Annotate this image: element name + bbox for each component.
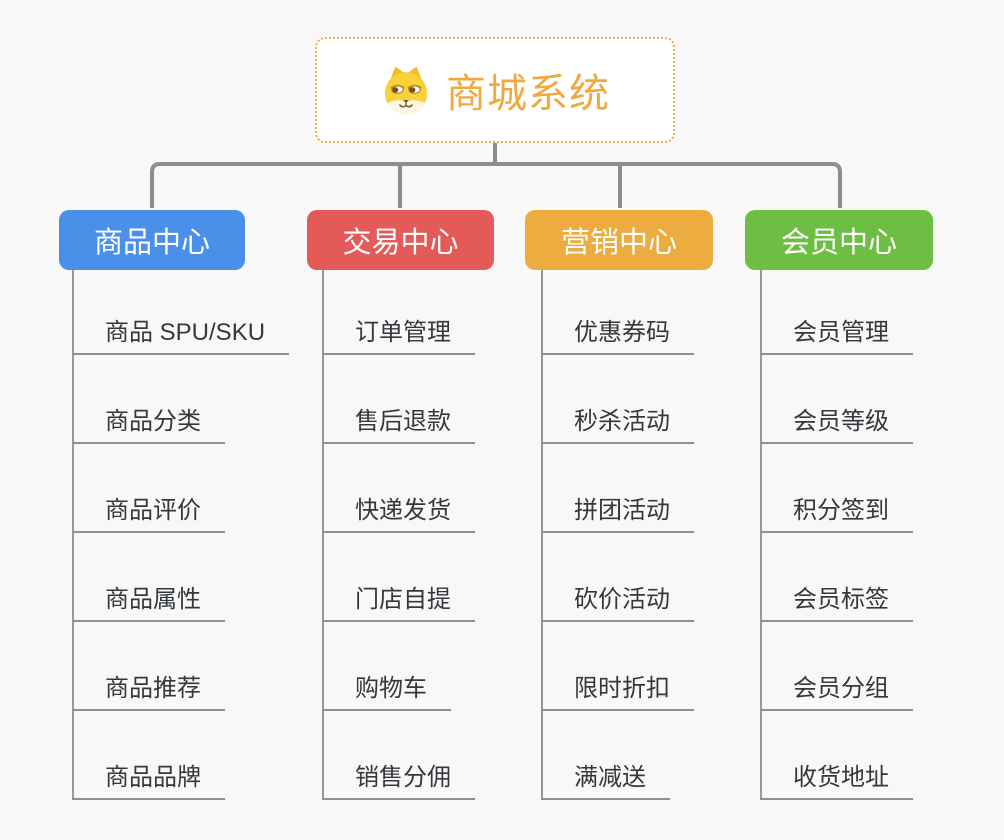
branch-items-marketing-center: 优惠券码 秒杀活动 拼团活动 砍价活动 限时折扣 满减送 xyxy=(541,266,694,800)
mindmap-item[interactable]: 积分签到 xyxy=(760,444,913,533)
mindmap-item[interactable]: 商品 SPU/SKU xyxy=(72,266,290,355)
branch-items-member-center: 会员管理 会员等级 积分签到 会员标签 会员分组 收货地址 xyxy=(760,266,913,800)
mindmap-item[interactable]: 收货地址 xyxy=(760,711,913,800)
doge-icon xyxy=(384,66,428,115)
mindmap-item[interactable]: 会员管理 xyxy=(760,266,913,355)
mindmap-item[interactable]: 快递发货 xyxy=(322,444,475,533)
branch-items-product-center: 商品 SPU/SKU 商品分类 商品评价 商品属性 商品推荐 商品品牌 xyxy=(72,266,290,800)
mindmap-item[interactable]: 拼团活动 xyxy=(541,444,694,533)
mindmap-item[interactable]: 优惠券码 xyxy=(541,266,694,355)
root-node-title: 商城系统 xyxy=(446,72,610,116)
mindmap-item[interactable]: 会员分组 xyxy=(760,622,913,711)
branch-trunk-line xyxy=(322,270,324,800)
branch-trunk-line xyxy=(541,270,543,800)
mindmap-item[interactable]: 会员标签 xyxy=(760,533,913,622)
mindmap-item[interactable]: 会员等级 xyxy=(760,355,913,444)
mindmap-item[interactable]: 商品分类 xyxy=(72,355,225,444)
mindmap-item[interactable]: 砍价活动 xyxy=(541,533,694,622)
root-node-mall-system[interactable]: 商城系统 xyxy=(315,37,675,143)
mindmap-item[interactable]: 商品品牌 xyxy=(72,711,225,800)
branch-header-trade-center[interactable]: 交易中心 xyxy=(307,210,494,270)
mindmap-item[interactable]: 商品属性 xyxy=(72,533,225,622)
branch-trunk-line xyxy=(72,270,74,800)
mindmap-item[interactable]: 满减送 xyxy=(541,711,670,800)
mindmap-item[interactable]: 销售分佣 xyxy=(322,711,475,800)
mindmap-item[interactable]: 门店自提 xyxy=(322,533,475,622)
mindmap-item[interactable]: 商品推荐 xyxy=(72,622,225,711)
mindmap-item[interactable]: 商品评价 xyxy=(72,444,225,533)
mindmap-item[interactable]: 购物车 xyxy=(322,622,451,711)
branch-header-member-center[interactable]: 会员中心 xyxy=(745,210,933,270)
mindmap-item[interactable]: 限时折扣 xyxy=(541,622,694,711)
mindmap-item[interactable]: 售后退款 xyxy=(322,355,475,444)
branch-items-trade-center: 订单管理 售后退款 快递发货 门店自提 购物车 销售分佣 xyxy=(322,266,475,800)
branch-header-marketing-center[interactable]: 营销中心 xyxy=(525,210,713,270)
mindmap-item[interactable]: 订单管理 xyxy=(322,266,475,355)
branch-header-product-center[interactable]: 商品中心 xyxy=(59,210,245,270)
branch-trunk-line xyxy=(760,270,762,800)
mindmap-item[interactable]: 秒杀活动 xyxy=(541,355,694,444)
